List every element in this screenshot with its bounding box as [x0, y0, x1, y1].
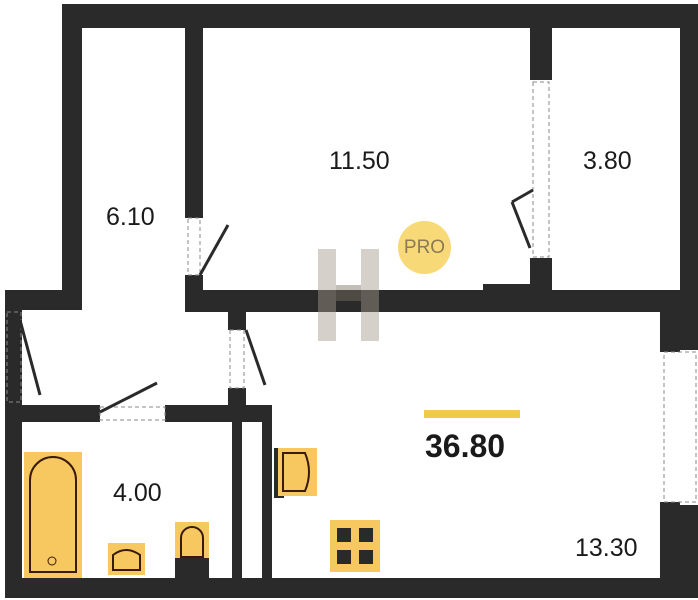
bathtub	[24, 452, 82, 578]
area-kitchen-living: 13.30	[575, 534, 638, 562]
area-bathroom: 4.00	[113, 479, 162, 507]
window-openings	[6, 81, 697, 503]
area-room: 11.50	[329, 147, 390, 175]
bathroom-sink	[108, 543, 145, 575]
walls	[5, 4, 698, 598]
stove	[330, 520, 380, 572]
door-leaves	[18, 188, 534, 414]
total-area: 36.80	[425, 428, 506, 464]
area-balcony: 3.80	[583, 147, 632, 175]
total-area-bar	[424, 410, 520, 418]
area-corridor: 6.10	[106, 203, 155, 231]
logo-watermark	[318, 249, 379, 341]
pro-badge: PRO	[398, 221, 451, 274]
kitchen-sink	[274, 448, 317, 498]
toilet	[175, 522, 209, 578]
